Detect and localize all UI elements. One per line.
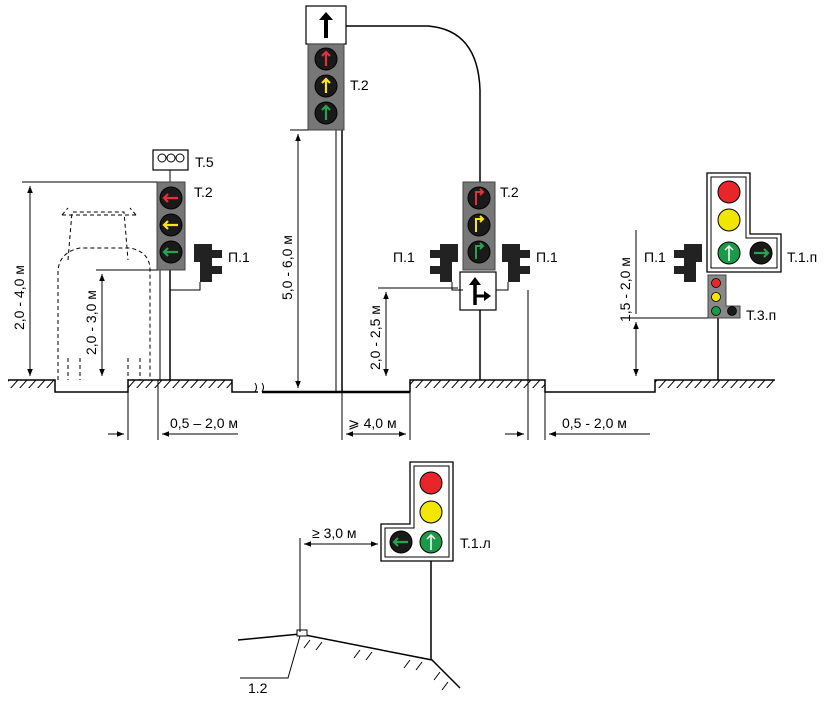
label-t1l: Т.1.л xyxy=(460,535,491,551)
dim-05-2-right: 0,5 - 2,0 м xyxy=(505,290,650,440)
label-marking: 1.2 xyxy=(248,680,268,696)
signal-t2-top xyxy=(307,43,345,131)
dim-label-05-2-left: 0,5 – 2,0 м xyxy=(170,415,238,431)
pole-curved-arm xyxy=(335,25,481,392)
dim-15-2: 1,5 - 2,0 м xyxy=(617,230,708,376)
dim-2-4: 2,0 - 4,0 м xyxy=(11,181,157,376)
dim-label-2-25: 2,0 - 2,5 м xyxy=(367,305,383,370)
signal-p1-mid-right xyxy=(496,244,530,291)
signal-t1p xyxy=(706,172,782,273)
dim-ge3: ≥ 3,0 м xyxy=(299,525,378,632)
label-t2-left: Т.2 xyxy=(194,184,213,200)
sign-straight-right xyxy=(459,271,497,311)
marking-1-2 xyxy=(240,629,308,679)
label-p1-mid-left: П.1 xyxy=(393,249,415,265)
sign-straight-top xyxy=(305,5,347,45)
ground-middle xyxy=(262,379,775,394)
label-t2-top: Т.2 xyxy=(350,77,369,93)
dim-2-3: 2,0 - 3,0 м xyxy=(83,269,157,376)
signal-t2-mid xyxy=(462,181,496,271)
dim-05-2-left: 0,5 – 2,0 м xyxy=(108,380,238,440)
signal-t2-left xyxy=(156,181,186,271)
dim-label-2-3: 2,0 - 3,0 м xyxy=(83,290,99,355)
signal-p1-right xyxy=(674,244,702,282)
signal-p1-mid-left xyxy=(430,244,463,291)
signal-t1l xyxy=(380,461,454,562)
ground-left xyxy=(8,379,264,393)
dim-label-5-6: 5,0 - 6,0 м xyxy=(279,235,295,300)
label-t5: Т.5 xyxy=(195,154,214,170)
label-p1-left: П.1 xyxy=(228,249,250,265)
dim-2-25: 2,0 - 2,5 м xyxy=(367,287,458,376)
signal-t5 xyxy=(152,149,189,182)
label-p1-right: П.1 xyxy=(644,249,666,265)
dim-ge4: ⩾ 4,0 м xyxy=(341,392,411,440)
label-p1-mid-right: П.1 xyxy=(536,249,558,265)
dim-label-ge4: ⩾ 4,0 м xyxy=(348,415,397,431)
label-t3p: Т.3.п xyxy=(746,307,776,323)
dim-5-6: 5,0 - 6,0 м xyxy=(279,129,308,388)
label-t1p: Т.1.п xyxy=(787,249,817,265)
dim-label-ge3: ≥ 3,0 м xyxy=(312,525,357,541)
vehicle-outline xyxy=(57,207,151,380)
dim-label-05-2-right: 0,5 - 2,0 м xyxy=(562,415,627,431)
signal-t3p xyxy=(707,274,741,319)
dim-label-15-2: 1,5 - 2,0 м xyxy=(617,257,633,322)
ground-slope xyxy=(237,633,461,691)
signal-p1-left xyxy=(170,244,222,291)
dim-label-2-4: 2,0 - 4,0 м xyxy=(11,265,27,330)
label-t2-mid: Т.2 xyxy=(500,184,519,200)
